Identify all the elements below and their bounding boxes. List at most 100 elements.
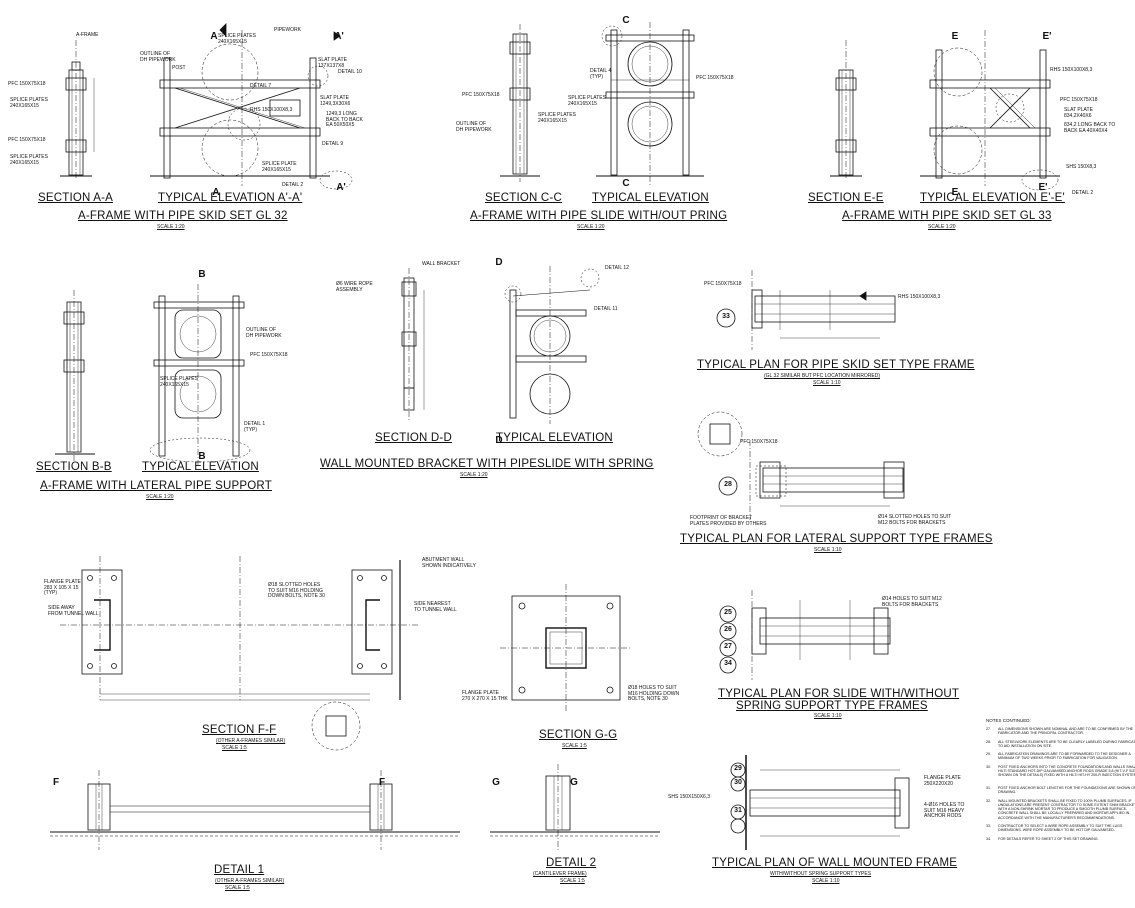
scale-note-s12b: SCALE 1:5 xyxy=(225,885,250,891)
view-title-det-2: DETAIL 2 xyxy=(546,857,597,869)
annotation-l31: PFC 150X75X18 xyxy=(250,352,288,358)
scale-note-s6b: SCALE 1:10 xyxy=(813,380,841,386)
section-cut-marker: F xyxy=(52,777,60,788)
scale-note-s10: SCALE 1:5 xyxy=(562,743,587,749)
view-title-grp-3: A-FRAME WITH PIPE SKID SET GL 33 xyxy=(842,210,1052,222)
section-cut-marker: E' xyxy=(1038,182,1048,193)
section-c-c-view xyxy=(500,24,540,182)
elevation-b-b-view xyxy=(149,284,251,466)
plan-wall-mounted-view xyxy=(730,755,910,850)
annotation-l14: RHS 150X100X8,3 xyxy=(250,107,293,113)
section-cut-marker: E xyxy=(951,187,959,198)
note-text: ALL FABRICATION DRAWINGS ARE TO BE FORWA… xyxy=(998,752,1131,761)
annotation-l43: FOOTPRINT OF BRACKET PLATES PROVIDED BY … xyxy=(690,515,767,527)
scale-note-s2: SCALE 1:20 xyxy=(577,224,605,230)
annotation-l53: 4-Ø16 HOLES TO SUIT M16 HEAVY ANCHOR ROD… xyxy=(924,802,965,819)
view-title-grp-1: A-FRAME WITH PIPE SKID SET GL 32 xyxy=(78,210,288,222)
annotation-l3: SPLICE PLATES 240X165X15 xyxy=(10,97,48,109)
annotation-l41: PFC 150X75X18 xyxy=(740,439,778,445)
plan-pipe-skid-view xyxy=(716,270,896,350)
annotation-l40: RHS 150X100X8,3 xyxy=(898,294,941,300)
annotation-l29: SHS 150X8,3 xyxy=(1066,164,1097,170)
section-cut-marker: E xyxy=(951,31,959,42)
annotation-l12: SLAT PLATE 137X137X8 xyxy=(318,57,347,69)
view-title-sec-aa: SECTION A-A xyxy=(38,192,114,204)
annotation-l18: DETAIL 2 xyxy=(282,182,304,188)
annotation-l24: DETAIL 4 (TYP) xyxy=(590,68,612,80)
scale-note-s5: SCALE 1:20 xyxy=(460,472,488,478)
annotation-l35: WALL BRACKET xyxy=(422,261,461,267)
scale-note-s3: SCALE 1:20 xyxy=(928,224,956,230)
section-d-d-view xyxy=(401,268,425,420)
annotation-l6: SPLICE PLATE 240X165X15 xyxy=(262,161,297,173)
section-b-b-view xyxy=(55,290,95,462)
reference-number: 26 xyxy=(724,626,732,633)
scale-note-s7: SCALE 1:10 xyxy=(814,547,842,553)
reference-number: 28 xyxy=(724,481,732,488)
annotation-l36: Ø6 WIRE ROPE ASSEMBLY xyxy=(336,281,373,293)
scale-note-s4: SCALE 1:20 xyxy=(146,494,174,500)
annotation-l39: PFC 150X75X18 xyxy=(704,281,742,287)
view-title-plan-slide-1: TYPICAL PLAN FOR SLIDE WITH/WITHOUT xyxy=(718,688,960,700)
elevation-d-d-view xyxy=(504,266,600,424)
annotation-l22: PFC 150X75X18 xyxy=(696,75,734,81)
annotation-l11: DETAIL 7 xyxy=(250,83,272,89)
annotation-l21: OUTLINE OF DH PIPEWORK xyxy=(456,121,492,133)
annotation-l54: SHS 150X150X6,3 xyxy=(668,794,710,800)
reference-number: 31 xyxy=(734,807,742,814)
plan-lateral-view xyxy=(697,411,905,520)
view-title-sec-gg: SECTION G-G xyxy=(539,729,618,741)
annotation-l48: ABUTMENT WALL SHOWN INDICATIVELY xyxy=(422,557,476,569)
annotation-l30: DETAIL 2 xyxy=(1072,190,1094,196)
view-title-grp-4: A-FRAME WITH LATERAL PIPE SUPPORT xyxy=(40,480,272,492)
view-title-elev-aa: TYPICAL ELEVATION A'-A' xyxy=(158,192,303,204)
view-title-elev-ee: TYPICAL ELEVATION E'-E' xyxy=(920,192,1065,204)
annotation-l26: RHS 150X100X8,3 xyxy=(1050,67,1093,73)
annotation-l42: Ø14 SLOTTED HOLES TO SUIT M12 BOLTS FOR … xyxy=(878,514,952,526)
scale-note-s6: (GL 32 SIMILAR BUT PFC LOCATION MIRRORED… xyxy=(764,373,881,379)
view-title-det-1: DETAIL 1 xyxy=(214,864,265,876)
note-number: 32. xyxy=(986,798,991,803)
section-f-f-view xyxy=(60,556,420,751)
section-cut-marker: A xyxy=(212,187,220,198)
elevation-c-c-view xyxy=(596,22,704,186)
annotation-l33: OUTLINE OF DH PIPEWORK xyxy=(246,327,282,339)
scale-note-s9b: SCALE 1:5 xyxy=(222,745,247,751)
annotation-l55: NOTES CONTINUED: xyxy=(986,718,1031,723)
annotation-l16: 1249,3 LONG BACK TO BACK EA 50X50X5 xyxy=(326,111,363,128)
annotation-l38: DETAIL 11 xyxy=(594,306,618,312)
annotation-l2: PFC 150X75X18 xyxy=(8,81,46,87)
note-text: ALL STEELWORK ELEMENTS ARE TO BE CLEARLY… xyxy=(998,739,1135,748)
view-title-sec-ff: SECTION F-F xyxy=(202,724,277,736)
annotation-l1: A-FRAME xyxy=(76,32,99,38)
annotation-l47: Ø18 SLOTTED HOLES TO SUIT M16 HOLDING DO… xyxy=(268,582,325,599)
annotation-l34: DETAIL 1 (TYP) xyxy=(244,421,266,433)
annotation-l8: POST xyxy=(172,65,186,71)
scale-note-s1: SCALE 1:20 xyxy=(157,224,185,230)
annotation-l10: SPLICE PLATES 240X165X15 xyxy=(218,33,256,45)
reference-number: 29 xyxy=(734,765,742,772)
view-title-plan-skid: TYPICAL PLAN FOR PIPE SKID SET TYPE FRAM… xyxy=(697,359,975,371)
annotation-l9: PIPEWORK xyxy=(274,27,301,33)
section-e-e-view xyxy=(830,40,862,178)
annotation-l45: FLANGE PLATE 283 X 105 X 15 (TYP) xyxy=(44,579,81,596)
reference-number: 25 xyxy=(724,609,732,616)
view-title-plan-lat: TYPICAL PLAN FOR LATERAL SUPPORT TYPE FR… xyxy=(680,533,993,545)
view-title-grp-5: WALL MOUNTED BRACKET WITH PIPESLIDE WITH… xyxy=(320,458,654,470)
annotation-l4: PFC 150X75X18 xyxy=(8,137,46,143)
scale-note-s13b: SCALE 1:5 xyxy=(560,878,585,884)
view-title-elev-dd: TYPICAL ELEVATION xyxy=(496,432,613,444)
note-number: 27. xyxy=(986,727,991,731)
view-title-sec-bb: SECTION B-B xyxy=(36,461,112,473)
scale-note-s11: WITH/WITHOUT SPRING SUPPORT TYPES xyxy=(770,871,872,877)
note-number: 28. xyxy=(986,739,991,744)
annotation-l44: Ø14 HOLES TO SUIT M12 BOLTS FOR BRACKETS xyxy=(882,596,942,608)
view-title-sec-dd: SECTION D-D xyxy=(375,432,452,444)
annotation-l32: SPLICE PLATES 240X165X15 xyxy=(160,376,198,388)
annotation-l20: PFC 150X75X18 xyxy=(462,92,500,98)
scale-note-s12: (OTHER A-FRAMES SIMILAR) xyxy=(215,878,285,884)
section-cut-marker: A xyxy=(210,31,218,42)
view-title-sec-cc: SECTION C-C xyxy=(485,192,562,204)
section-cut-marker: C xyxy=(622,15,630,26)
